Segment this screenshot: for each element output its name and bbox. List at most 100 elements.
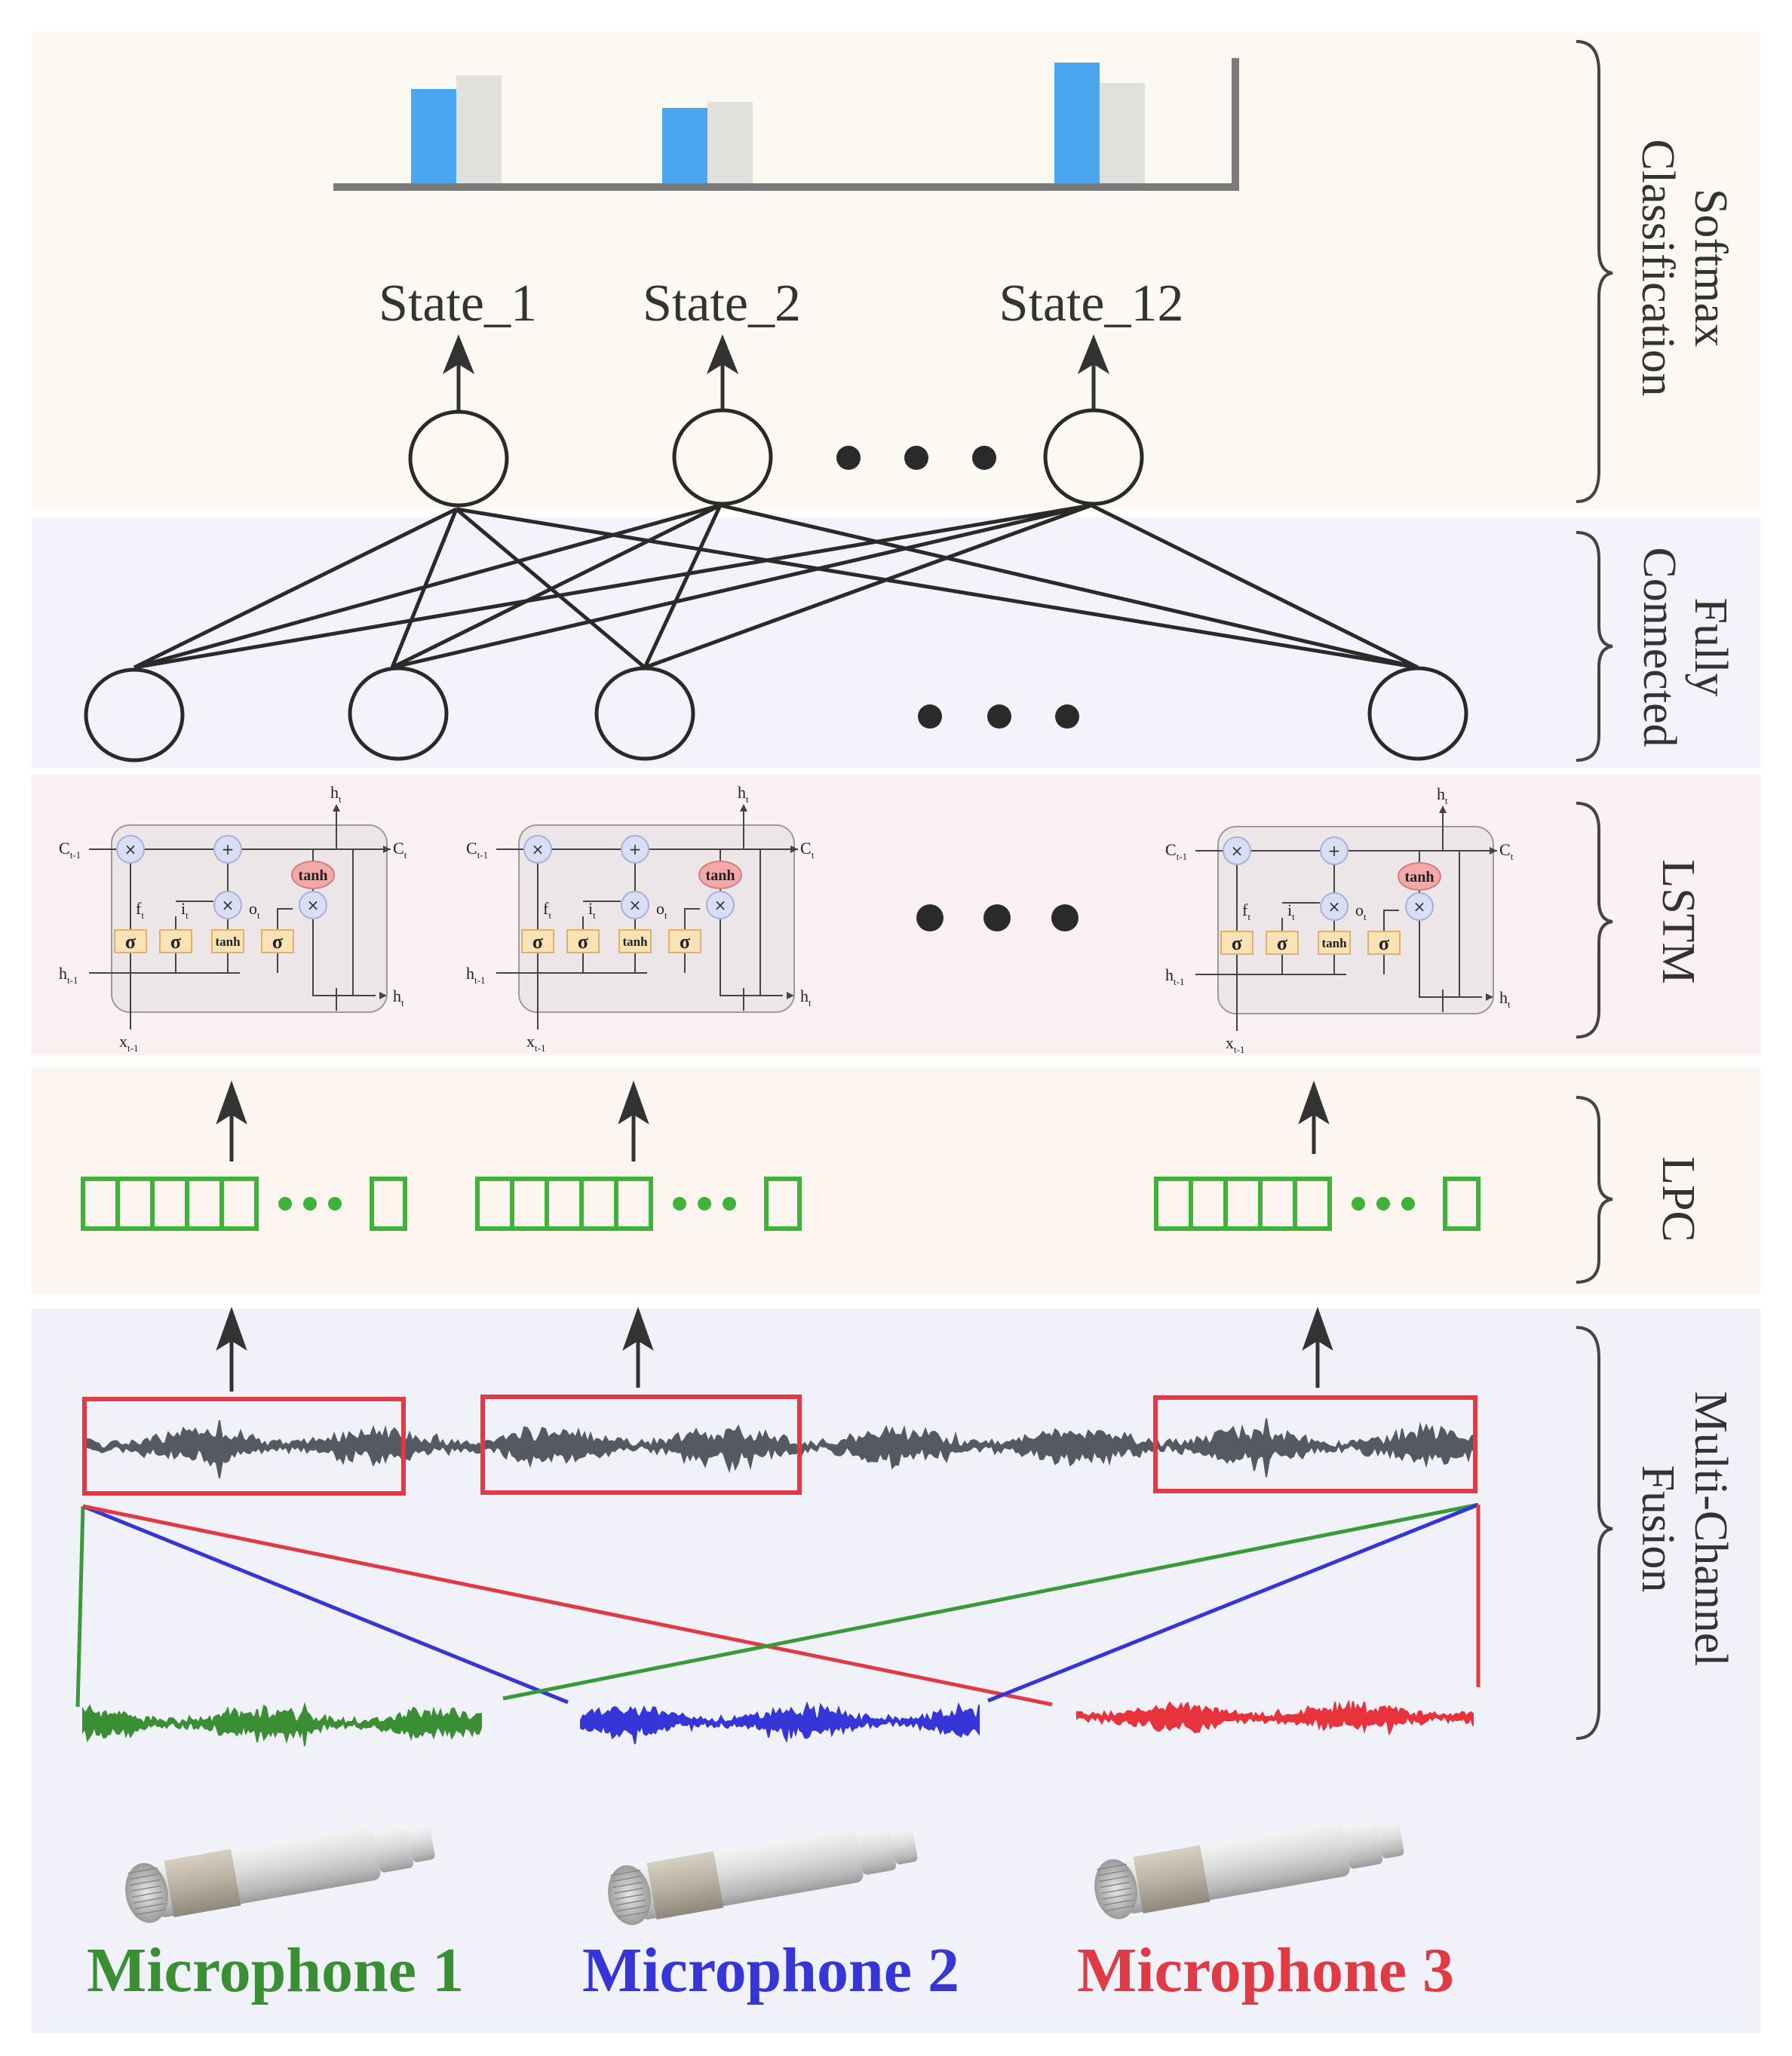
- fusion-lines: [75, 1502, 1481, 1708]
- h-out-arrow: [787, 992, 794, 999]
- i-label: it: [1287, 901, 1295, 922]
- fc-neuron-3: [594, 666, 695, 761]
- cell-state-arrow: [790, 845, 798, 853]
- fc-connections: [133, 503, 1419, 670]
- h-in-label-sub: t-1: [474, 974, 485, 986]
- mic-grille-slot: [1102, 1893, 1133, 1900]
- h-out-label: ht: [800, 987, 812, 1008]
- input-mult: [1320, 892, 1349, 921]
- mic-grille-slot: [1100, 1881, 1131, 1889]
- output-neuron-2: [672, 408, 773, 506]
- lpc-dot: [673, 1197, 686, 1211]
- o-label-sub: t: [257, 910, 260, 921]
- h-top-arrow: [1439, 806, 1447, 813]
- h-top-label: ht: [330, 783, 342, 805]
- output-gate: [261, 929, 294, 953]
- fusion-line-green-left: [75, 1505, 85, 1708]
- c-out-label: Ct: [1499, 840, 1514, 862]
- c-out-label: Ct: [393, 839, 407, 861]
- tanh-activation-label: tanh: [706, 867, 735, 884]
- forget-gate-label: σ: [532, 931, 543, 953]
- microphone-2-waveform: [580, 1701, 980, 1745]
- input-gate: [566, 929, 600, 953]
- mic-grille-slot: [130, 1879, 160, 1886]
- lpc-dot: [278, 1197, 292, 1211]
- i-label-main: i: [181, 899, 186, 918]
- lpc-vector-2: [475, 1177, 802, 1231]
- fusion-label-line2: Fusion: [1632, 1465, 1683, 1593]
- fusion-label-line1: Multi-Channel: [1685, 1391, 1736, 1666]
- c-in-label-sub: t-1: [1177, 851, 1187, 862]
- forget-mult-symbol: ×: [1231, 842, 1244, 860]
- h-top-label-main: h: [738, 783, 746, 802]
- fc-neurons: [84, 666, 1468, 763]
- cell-add-symbol: +: [1328, 842, 1341, 860]
- f-label-sub: t: [1247, 911, 1250, 922]
- lstm-ellipsis-dots: [916, 904, 1079, 931]
- h-out-label: ht: [1499, 988, 1511, 1010]
- lpc-coef-cell: [219, 1177, 259, 1231]
- mic-grille-slot: [127, 1867, 158, 1874]
- forget-mult-symbol: ×: [124, 840, 137, 858]
- forget-mult: [116, 835, 145, 864]
- forget-gate: [114, 929, 147, 953]
- forget-gate: [521, 929, 554, 953]
- h-out-path: [720, 916, 783, 1011]
- lstm-label-text: LSTM: [1652, 859, 1704, 984]
- h-top-label-main: h: [1437, 784, 1445, 803]
- fc-neuron-2: [348, 666, 449, 761]
- x-in-label-sub: t-1: [127, 1042, 138, 1054]
- c-out-label-main: C: [800, 839, 812, 858]
- c-in-label: Ct-1: [1165, 840, 1187, 862]
- fusion-label: Multi-Channel Fusion: [1632, 1391, 1736, 1666]
- softmax-section-bg: [32, 32, 1760, 509]
- state-label-2: State_2: [643, 275, 801, 333]
- bar-state1-gray: [456, 75, 502, 187]
- bar-chart-axis: [333, 58, 1239, 191]
- f-label-sub: t: [548, 910, 551, 921]
- bar-state2-blue: [662, 108, 707, 187]
- mic-grille-slot: [1097, 1869, 1128, 1876]
- frame-windows: [82, 1395, 1477, 1496]
- o-label: ot: [656, 899, 667, 921]
- microphone-2-label: Microphone 2: [582, 1935, 959, 2005]
- f-label: ft: [1242, 901, 1250, 922]
- lpc-label-text: LPC: [1652, 1156, 1704, 1242]
- microphone-images: [125, 1822, 1404, 1926]
- i-label: it: [588, 899, 596, 921]
- fc-neuron-1: [84, 667, 185, 763]
- c-in-label-main: C: [59, 839, 70, 858]
- frame-window-1: [82, 1397, 406, 1496]
- output-neuron-12: [1043, 408, 1144, 506]
- output-mult-symbol: ×: [307, 896, 320, 914]
- lstm-label: LSTM: [1652, 859, 1704, 984]
- f-label-sub: t: [141, 910, 144, 921]
- frame-window-2: [480, 1395, 802, 1495]
- forget-gate: [1220, 931, 1253, 955]
- candidate-gate: [211, 929, 244, 953]
- mic-connector-tip: [891, 1829, 918, 1864]
- output-gate: [668, 929, 701, 953]
- o-label: ot: [249, 899, 260, 921]
- h-in-label-main: h: [1165, 965, 1174, 984]
- lpc-vector-3: [1154, 1177, 1481, 1231]
- microphone-3-label: Microphone 3: [1077, 1935, 1454, 2005]
- h-in-label: ht-1: [1165, 965, 1184, 987]
- h-out-arrow: [1486, 993, 1493, 1001]
- x-in-label-sub: t-1: [535, 1042, 545, 1054]
- output-mult: [706, 891, 735, 919]
- input-mult-symbol: ×: [222, 896, 235, 914]
- o-label-sub: t: [664, 910, 667, 921]
- h-in-label-sub: t-1: [1174, 976, 1184, 987]
- x-in-label-main: x: [119, 1032, 127, 1051]
- h-in-label: ht-1: [59, 964, 78, 986]
- h-in-label-main: h: [466, 964, 474, 983]
- input-gate: [159, 929, 192, 953]
- c-out-label-sub: t: [812, 849, 815, 861]
- softmax-brace: [1576, 40, 1613, 503]
- o-label-sub: t: [1364, 911, 1367, 922]
- input-mult: [621, 891, 649, 919]
- h-top-arrow: [333, 804, 340, 812]
